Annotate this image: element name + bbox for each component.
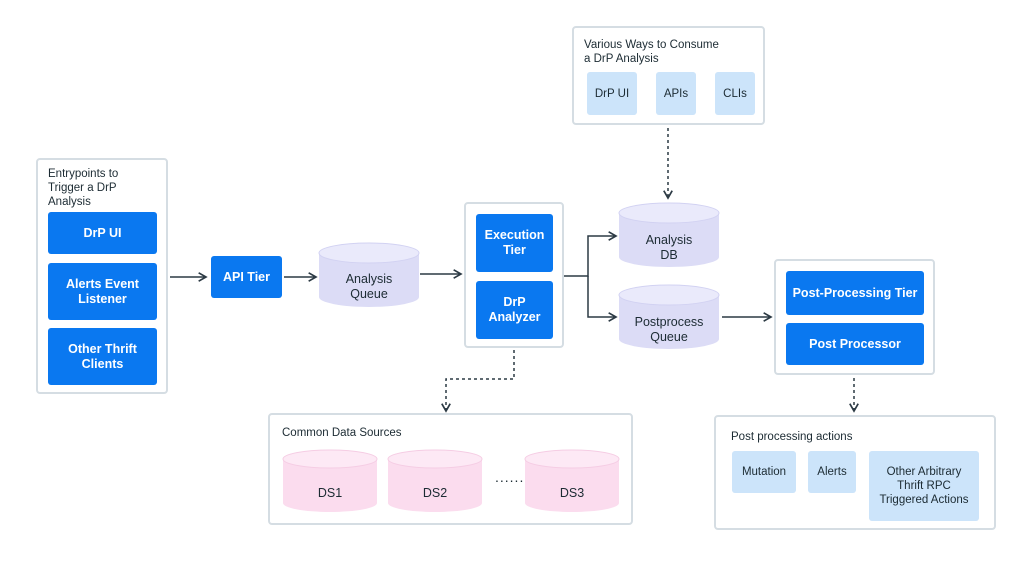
drp-analyzer[interactable]: DrP Analyzer [476,281,553,339]
data-sources-title: Common Data Sources [282,427,402,439]
entrypoints-panel: Entrypoints to Trigger a DrP Analysis Dr… [36,158,168,394]
consume-title: Various Ways to Consume a DrP Analysis [584,39,719,65]
analysis-db-label: Analysis DB [645,233,693,262]
api-tier[interactable]: API Tier [211,256,282,298]
action-other-arbitrary[interactable]: Other Arbitrary Thrift RPC Triggered Act… [869,451,979,521]
entrypoint-alerts-event-listener[interactable]: Alerts Event Listener [48,263,157,320]
ds2-cylinder: DS2 [387,449,483,513]
entrypoint-drp-ui[interactable]: DrP UI [48,212,157,254]
analysis-queue-cylinder: Analysis Queue [318,242,420,308]
consume-clis[interactable]: CLIs [715,72,755,115]
post-actions-title: Post processing actions [731,431,853,443]
arrow-execution-to-postprocess-queue [587,276,618,322]
consume-panel: Various Ways to Consume a DrP Analysis D… [572,26,765,125]
ds1-label: DS1 [317,486,343,500]
action-alerts[interactable]: Alerts [808,451,856,493]
consume-apis[interactable]: APIs [656,72,696,115]
ds1-cylinder: DS1 [282,449,378,513]
post-processing-panel: Post-Processing Tier Post Processor [774,259,935,375]
execution-tier[interactable]: Execution Tier [476,214,553,272]
ds3-cylinder: DS3 [524,449,620,513]
entrypoint-other-thrift-clients[interactable]: Other Thrift Clients [48,328,157,385]
postprocess-queue-label: Postprocess Queue [634,315,704,344]
post-actions-panel: Post processing actions Mutation Alerts … [714,415,996,530]
post-processor[interactable]: Post Processor [786,323,924,365]
action-mutation[interactable]: Mutation [732,451,796,493]
postprocess-queue-cylinder: Postprocess Queue [618,284,720,350]
data-sources-ellipsis: ...... [495,469,525,485]
entrypoints-title: Entrypoints to Trigger a DrP Analysis [48,168,119,208]
consume-drp-ui[interactable]: DrP UI [587,72,637,115]
ds3-label: DS3 [559,486,585,500]
arrow-execution-to-analysis-db [564,231,618,277]
post-processing-tier[interactable]: Post-Processing Tier [786,271,924,315]
dashed-arrow-execution-to-data-sources [441,350,515,413]
analysis-queue-label: Analysis Queue [345,272,393,301]
data-sources-panel: Common Data Sources DS1 DS2 ...... DS3 [268,413,633,525]
execution-panel: Execution Tier DrP Analyzer [464,202,564,348]
analysis-db-cylinder: Analysis DB [618,202,720,268]
ds2-label: DS2 [422,486,448,500]
